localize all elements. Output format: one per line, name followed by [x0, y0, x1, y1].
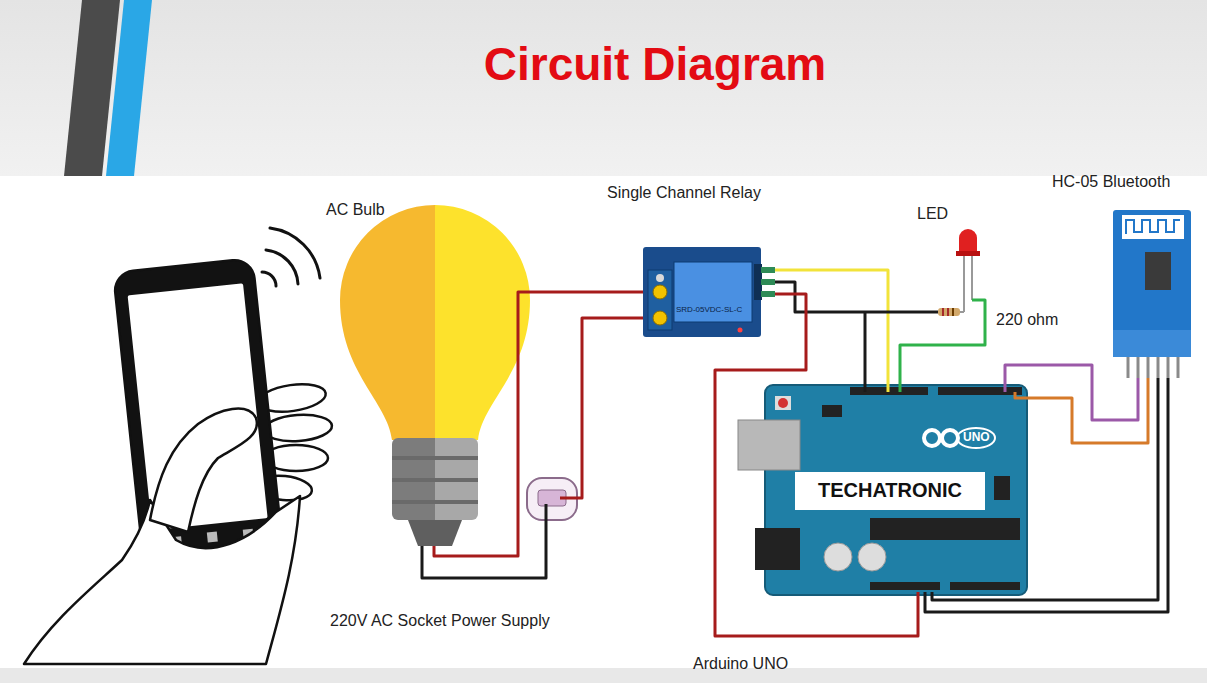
part-label: 220V AC Socket Power Supply [330, 612, 550, 630]
signal-wires [715, 270, 1168, 636]
hand-with-phone [24, 228, 333, 664]
page-title: Circuit Diagram [405, 38, 905, 91]
board-marking: UNO [963, 431, 990, 445]
ac-bulb [340, 205, 530, 546]
relay-module [643, 247, 775, 337]
part-label: LED [917, 205, 948, 223]
part-label: AC Bulb [326, 201, 385, 219]
part-label: Single Channel Relay [607, 184, 761, 202]
relay-marking: SRD-05VDC-SL-C [676, 305, 742, 314]
part-label: HC-05 Bluetooth [1052, 173, 1170, 191]
brand-logo: TECHATRONIC [795, 479, 985, 502]
led-and-resistor [938, 229, 980, 316]
mains-wires [422, 292, 660, 578]
arduino-board [738, 385, 1027, 595]
hc05-module [1113, 210, 1191, 378]
part-label: Arduino UNO [693, 655, 788, 673]
value-label: 220 ohm [996, 311, 1058, 329]
